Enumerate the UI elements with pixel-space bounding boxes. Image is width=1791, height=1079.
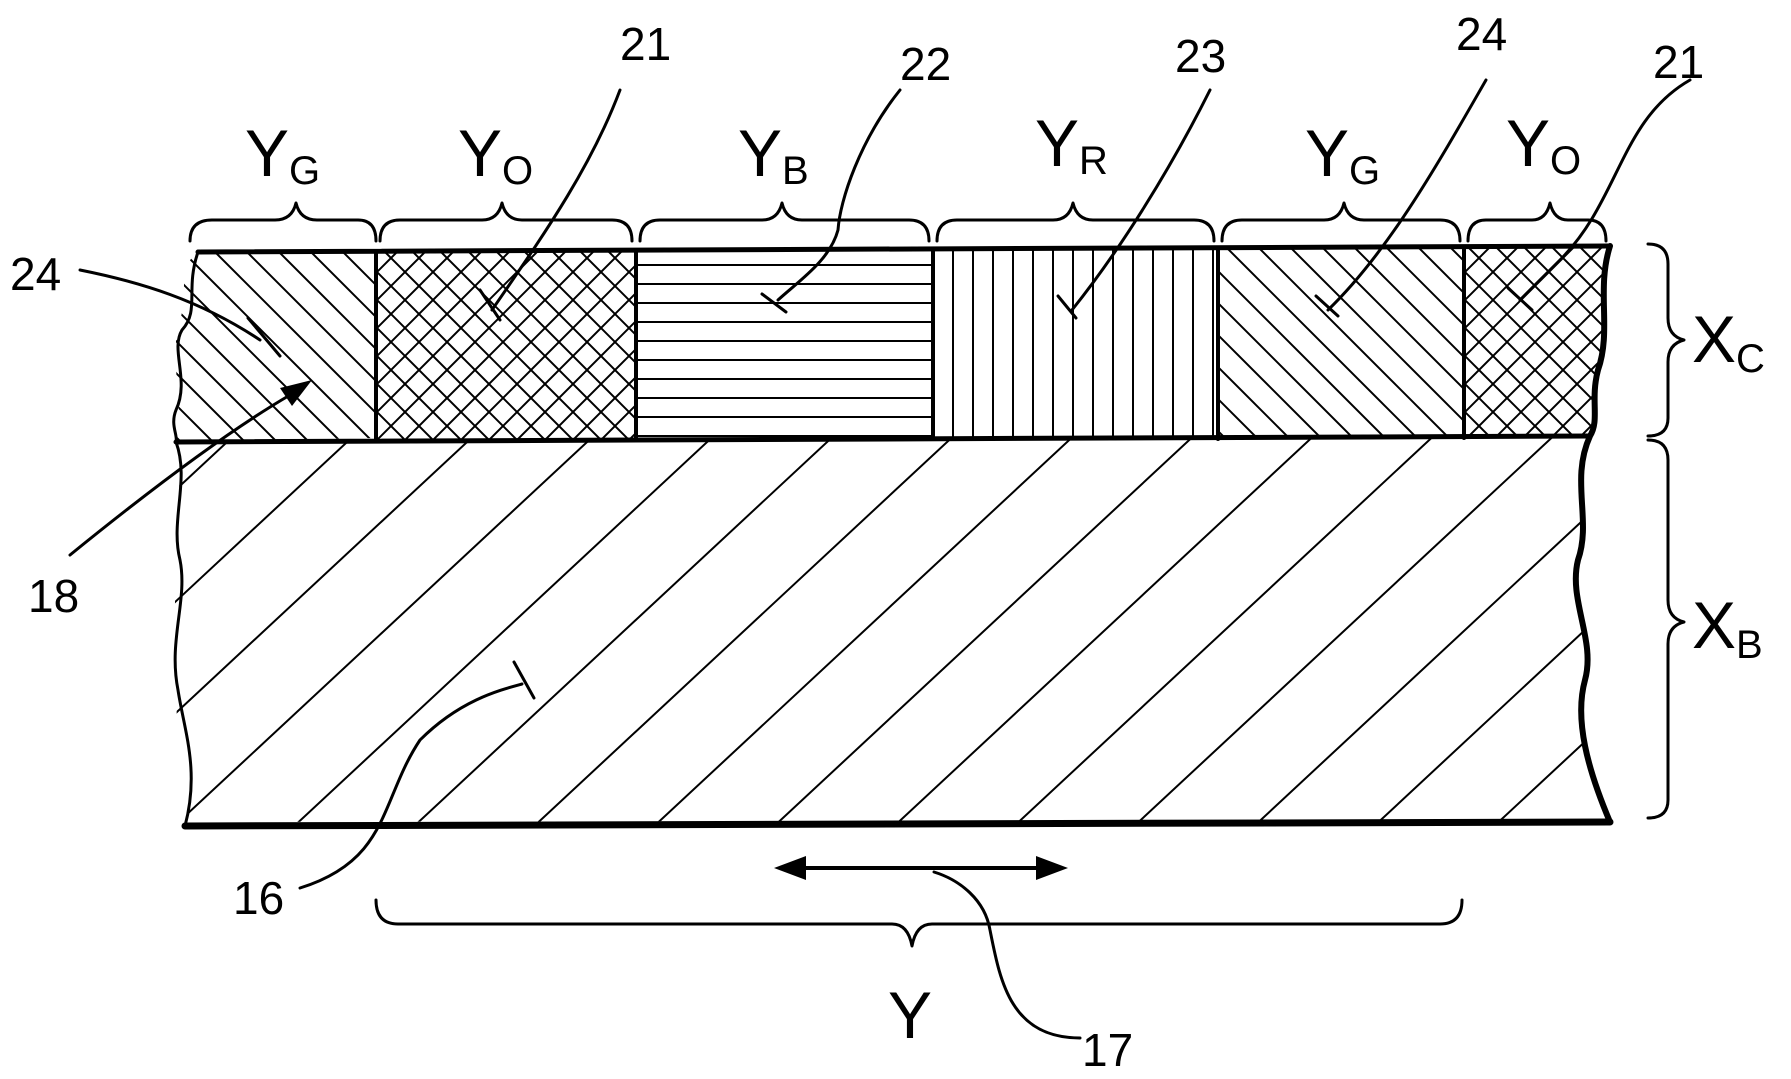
hatch-line bbox=[154, 245, 354, 445]
hatch-line bbox=[1256, 245, 1456, 445]
ref-label-22: 22 bbox=[900, 38, 951, 90]
hatch-line bbox=[80, 245, 280, 445]
hatch-line bbox=[530, 430, 960, 830]
ref-label-17: 17 bbox=[1082, 1024, 1133, 1076]
hatch-line bbox=[968, 245, 1168, 445]
hatch-line bbox=[50, 430, 480, 830]
tick bbox=[1316, 296, 1338, 316]
hatch-line bbox=[176, 245, 376, 445]
region-hatching bbox=[0, 245, 600, 445]
ref-label-21-right: 21 bbox=[1653, 36, 1704, 88]
bracket-bottom-layer bbox=[1648, 440, 1684, 818]
hatch-line bbox=[368, 245, 568, 445]
tick bbox=[514, 662, 534, 698]
hatch-line bbox=[48, 245, 248, 445]
ref-label-16: 16 bbox=[233, 872, 284, 924]
region-label: YB bbox=[738, 116, 809, 193]
hatch-line bbox=[1270, 245, 1470, 445]
layer-interface-line bbox=[176, 436, 1590, 442]
hatch-line bbox=[1448, 245, 1648, 445]
hatch-line bbox=[1384, 245, 1584, 445]
hatch-line bbox=[126, 245, 326, 445]
hatch-line bbox=[1264, 245, 1464, 445]
hatch-line bbox=[1010, 430, 1440, 830]
hatch-line bbox=[1416, 245, 1616, 445]
hatch-line bbox=[1352, 245, 1552, 445]
hatch-line bbox=[290, 430, 720, 830]
hatch-line bbox=[652, 245, 852, 445]
bracket bbox=[190, 203, 376, 241]
direction-arrow bbox=[774, 856, 1068, 880]
hatch-line bbox=[1512, 245, 1712, 445]
hatch-line bbox=[630, 245, 830, 445]
layer-brackets bbox=[1648, 244, 1684, 818]
hatch-line bbox=[658, 245, 858, 445]
hatch-line bbox=[170, 430, 600, 830]
bracket bbox=[1222, 203, 1460, 241]
hatch-line bbox=[890, 430, 1320, 830]
ref-label-24-right: 24 bbox=[1456, 8, 1507, 60]
bottom-layer-label: XB bbox=[1692, 588, 1763, 667]
hatch-line bbox=[680, 245, 880, 445]
hatch-line bbox=[1096, 245, 1296, 445]
region-label: YG bbox=[1305, 116, 1380, 193]
region-hatching bbox=[636, 265, 933, 436]
bracket bbox=[1468, 203, 1606, 241]
hatch-line bbox=[410, 430, 840, 830]
hatch-line bbox=[1214, 245, 1414, 445]
ref-label-23: 23 bbox=[1175, 30, 1226, 82]
substrate-hatching bbox=[0, 430, 1791, 830]
hatch-line bbox=[1130, 430, 1560, 830]
substrate-bottom-edge bbox=[185, 822, 1610, 826]
region-label: YR bbox=[1035, 106, 1108, 183]
hatch-line bbox=[770, 430, 1200, 830]
hatch-line bbox=[0, 430, 240, 830]
ref-label-18: 18 bbox=[28, 570, 79, 622]
arrowhead-icon bbox=[280, 380, 312, 406]
top-layer-upper-edge bbox=[198, 246, 1610, 252]
bottom-bracket bbox=[376, 900, 1462, 946]
hatch-line bbox=[304, 245, 504, 445]
bracket-top-layer bbox=[1648, 244, 1684, 436]
region-label: YO bbox=[458, 116, 533, 193]
hatch-line bbox=[1224, 245, 1424, 445]
hatch-line bbox=[1288, 245, 1488, 445]
leader-lines bbox=[70, 80, 1690, 1038]
bracket bbox=[380, 203, 632, 241]
hatch-line bbox=[112, 245, 312, 445]
hatch-line bbox=[1128, 245, 1328, 445]
region-label: YO bbox=[1506, 106, 1581, 183]
hatch-line bbox=[272, 245, 472, 445]
arrowhead-left-icon bbox=[774, 856, 806, 880]
hatch-line bbox=[0, 430, 120, 830]
arrowhead-right-icon bbox=[1036, 856, 1068, 880]
hatch-line bbox=[1160, 245, 1360, 445]
left-break-line bbox=[174, 252, 198, 826]
top-layer-label: XC bbox=[1692, 302, 1765, 381]
bracket bbox=[640, 203, 929, 241]
ref-label-21: 21 bbox=[620, 18, 671, 70]
hatch-line bbox=[624, 245, 824, 445]
hatch-line bbox=[650, 430, 1080, 830]
hatch-line bbox=[1242, 245, 1442, 445]
region-brackets bbox=[190, 203, 1606, 241]
ref-label-24-left: 24 bbox=[10, 248, 61, 300]
bracket bbox=[937, 203, 1214, 241]
hatch-line bbox=[1250, 430, 1680, 830]
width-label: Y bbox=[888, 978, 932, 1052]
region-label: YG bbox=[245, 116, 320, 193]
region-hatching bbox=[953, 245, 1213, 445]
